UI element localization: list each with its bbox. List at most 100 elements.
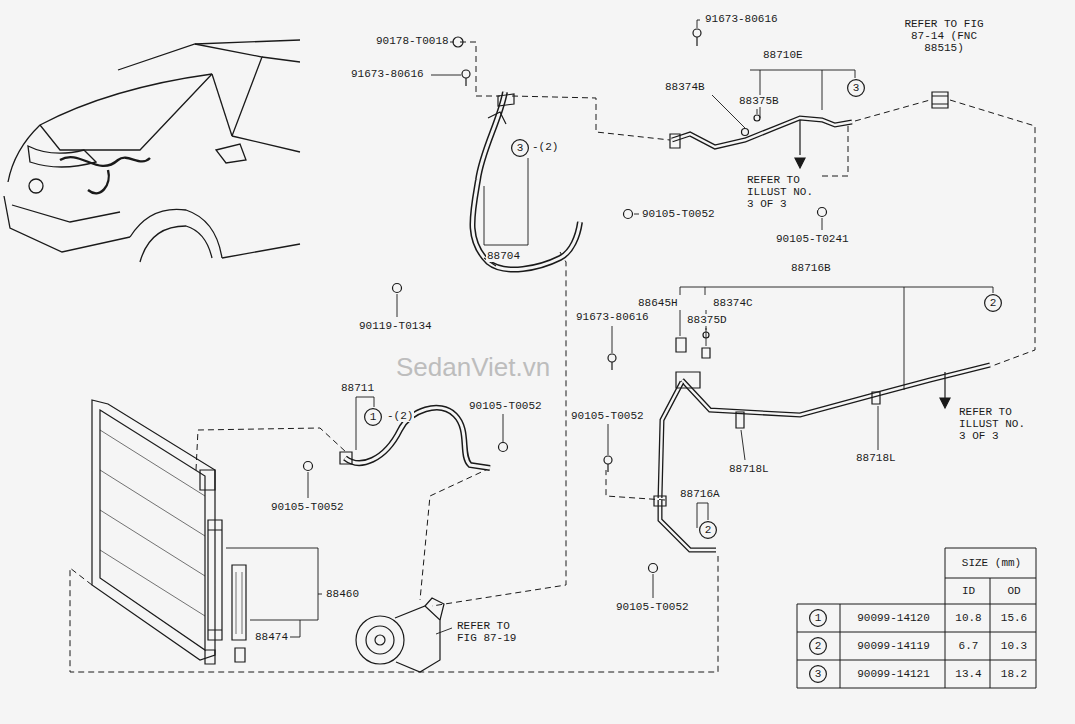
part-number: 91673-80616 bbox=[704, 13, 779, 25]
pipe-88710e bbox=[670, 92, 948, 168]
leader-lines bbox=[608, 424, 609, 455]
dashed-routing bbox=[420, 468, 490, 600]
hose-88711 bbox=[345, 408, 490, 468]
part-number: 88710E bbox=[762, 49, 804, 61]
reference-note: REFER TO FIG 87-19 bbox=[456, 620, 532, 644]
condenser bbox=[100, 410, 205, 650]
dashed-routing bbox=[822, 122, 848, 176]
pipe-88710e bbox=[672, 118, 852, 147]
pipe-88716b bbox=[682, 365, 990, 415]
callout-number: 2 bbox=[699, 524, 717, 536]
compressor bbox=[425, 598, 444, 620]
pipe-88716b bbox=[944, 372, 945, 398]
bolt-symbols bbox=[611, 362, 612, 370]
bolt-symbols bbox=[499, 443, 508, 452]
callout-number: 3 bbox=[847, 82, 865, 94]
reference-note: REFER TO ILLUST NO. 3 OF 3 bbox=[746, 174, 818, 210]
size-table bbox=[797, 548, 1036, 688]
bolt-symbols bbox=[818, 208, 827, 217]
pipe-88710e bbox=[672, 118, 852, 147]
part-number: 90105-T0052 bbox=[468, 400, 543, 412]
pipe-88704 bbox=[472, 92, 580, 270]
callout-number: 3 bbox=[511, 142, 529, 154]
pipe-88704 bbox=[472, 92, 580, 270]
condenser bbox=[208, 530, 222, 630]
bolt-symbols bbox=[608, 354, 616, 362]
bolt-symbols bbox=[465, 78, 466, 86]
pipe-88716b bbox=[676, 338, 686, 352]
bolt-symbols bbox=[304, 29, 827, 573]
part-number: 90178-T0018 bbox=[375, 35, 450, 47]
part-number: 88704 bbox=[486, 250, 521, 262]
table-cell: SIZE (mm) bbox=[945, 557, 1038, 569]
callout-number: 2 bbox=[984, 297, 1002, 309]
bolt-symbols bbox=[604, 456, 612, 464]
part-number: 90105-T0052 bbox=[641, 208, 716, 220]
table-cell: 90099-14119 bbox=[840, 640, 947, 652]
quantity-note: -(2) bbox=[531, 141, 559, 153]
car-sketch bbox=[4, 40, 300, 262]
leader-lines bbox=[436, 628, 452, 634]
car-sketch bbox=[4, 196, 130, 252]
pipe-88710e bbox=[932, 96, 948, 104]
leader-lines bbox=[484, 158, 528, 245]
table-cell: 15.6 bbox=[990, 612, 1038, 624]
car-sketch bbox=[12, 205, 120, 222]
bolt-symbols bbox=[693, 29, 701, 37]
condenser bbox=[100, 430, 205, 616]
condenser bbox=[92, 400, 215, 660]
table-cell: 13.4 bbox=[945, 668, 992, 680]
part-number: 88716B bbox=[790, 262, 832, 274]
dashed-routing bbox=[70, 42, 1035, 672]
pipe-88716b bbox=[660, 382, 682, 498]
callout-number: 3 bbox=[809, 668, 827, 680]
bolt-symbols bbox=[624, 210, 633, 219]
part-number: 90105-T0052 bbox=[570, 410, 645, 422]
pipe-88710e bbox=[742, 129, 749, 136]
leader-lines bbox=[878, 406, 879, 450]
part-number: 88374B bbox=[664, 81, 706, 93]
pipe-88716b bbox=[660, 382, 682, 498]
circle-outline bbox=[810, 610, 827, 627]
leader-lines bbox=[308, 472, 309, 498]
car-sketch bbox=[195, 40, 300, 44]
bolt-symbols bbox=[649, 564, 658, 573]
leader-lines bbox=[503, 414, 504, 442]
leader-lines bbox=[757, 109, 758, 114]
pipe-88710e bbox=[799, 120, 800, 155]
car-sketch bbox=[216, 144, 246, 163]
table-cell: OD bbox=[990, 585, 1038, 597]
part-number: 90105-T0052 bbox=[615, 601, 690, 613]
dashed-routing bbox=[460, 42, 500, 96]
callout-circle: 2 bbox=[984, 294, 1002, 312]
leader-lines bbox=[634, 214, 639, 215]
condenser bbox=[208, 520, 222, 640]
leader-lines bbox=[450, 42, 454, 43]
part-number: 88375B bbox=[738, 95, 780, 107]
car-sketch bbox=[28, 146, 96, 167]
hose-88711 bbox=[340, 452, 352, 464]
pipe-88710e bbox=[754, 115, 760, 121]
leader-lines bbox=[680, 287, 993, 390]
dashed-routing bbox=[432, 252, 566, 606]
pipe-88704 bbox=[472, 92, 580, 270]
leader-lines bbox=[226, 548, 322, 637]
pipe-88704 bbox=[488, 112, 506, 124]
pipe-88704 bbox=[498, 94, 514, 106]
compressor bbox=[395, 606, 440, 672]
pipe-88716a bbox=[654, 496, 716, 550]
callout-number: 1 bbox=[364, 411, 382, 423]
pipe-88716b bbox=[736, 412, 744, 428]
size-table bbox=[797, 578, 1036, 688]
size-table bbox=[797, 548, 1036, 688]
leader-lines bbox=[612, 326, 613, 353]
bolt-symbols bbox=[393, 284, 402, 293]
reference-note: REFER TO FIG 87-14 (FNC 88515) bbox=[903, 18, 985, 54]
dashed-routing bbox=[855, 100, 930, 121]
condenser bbox=[232, 565, 246, 640]
callout-circle: 3 bbox=[511, 139, 529, 157]
compressor bbox=[366, 626, 394, 654]
table-cell: 90099-14121 bbox=[840, 668, 947, 680]
circle-outline bbox=[810, 638, 827, 655]
part-number: 90105-T0241 bbox=[775, 233, 850, 245]
